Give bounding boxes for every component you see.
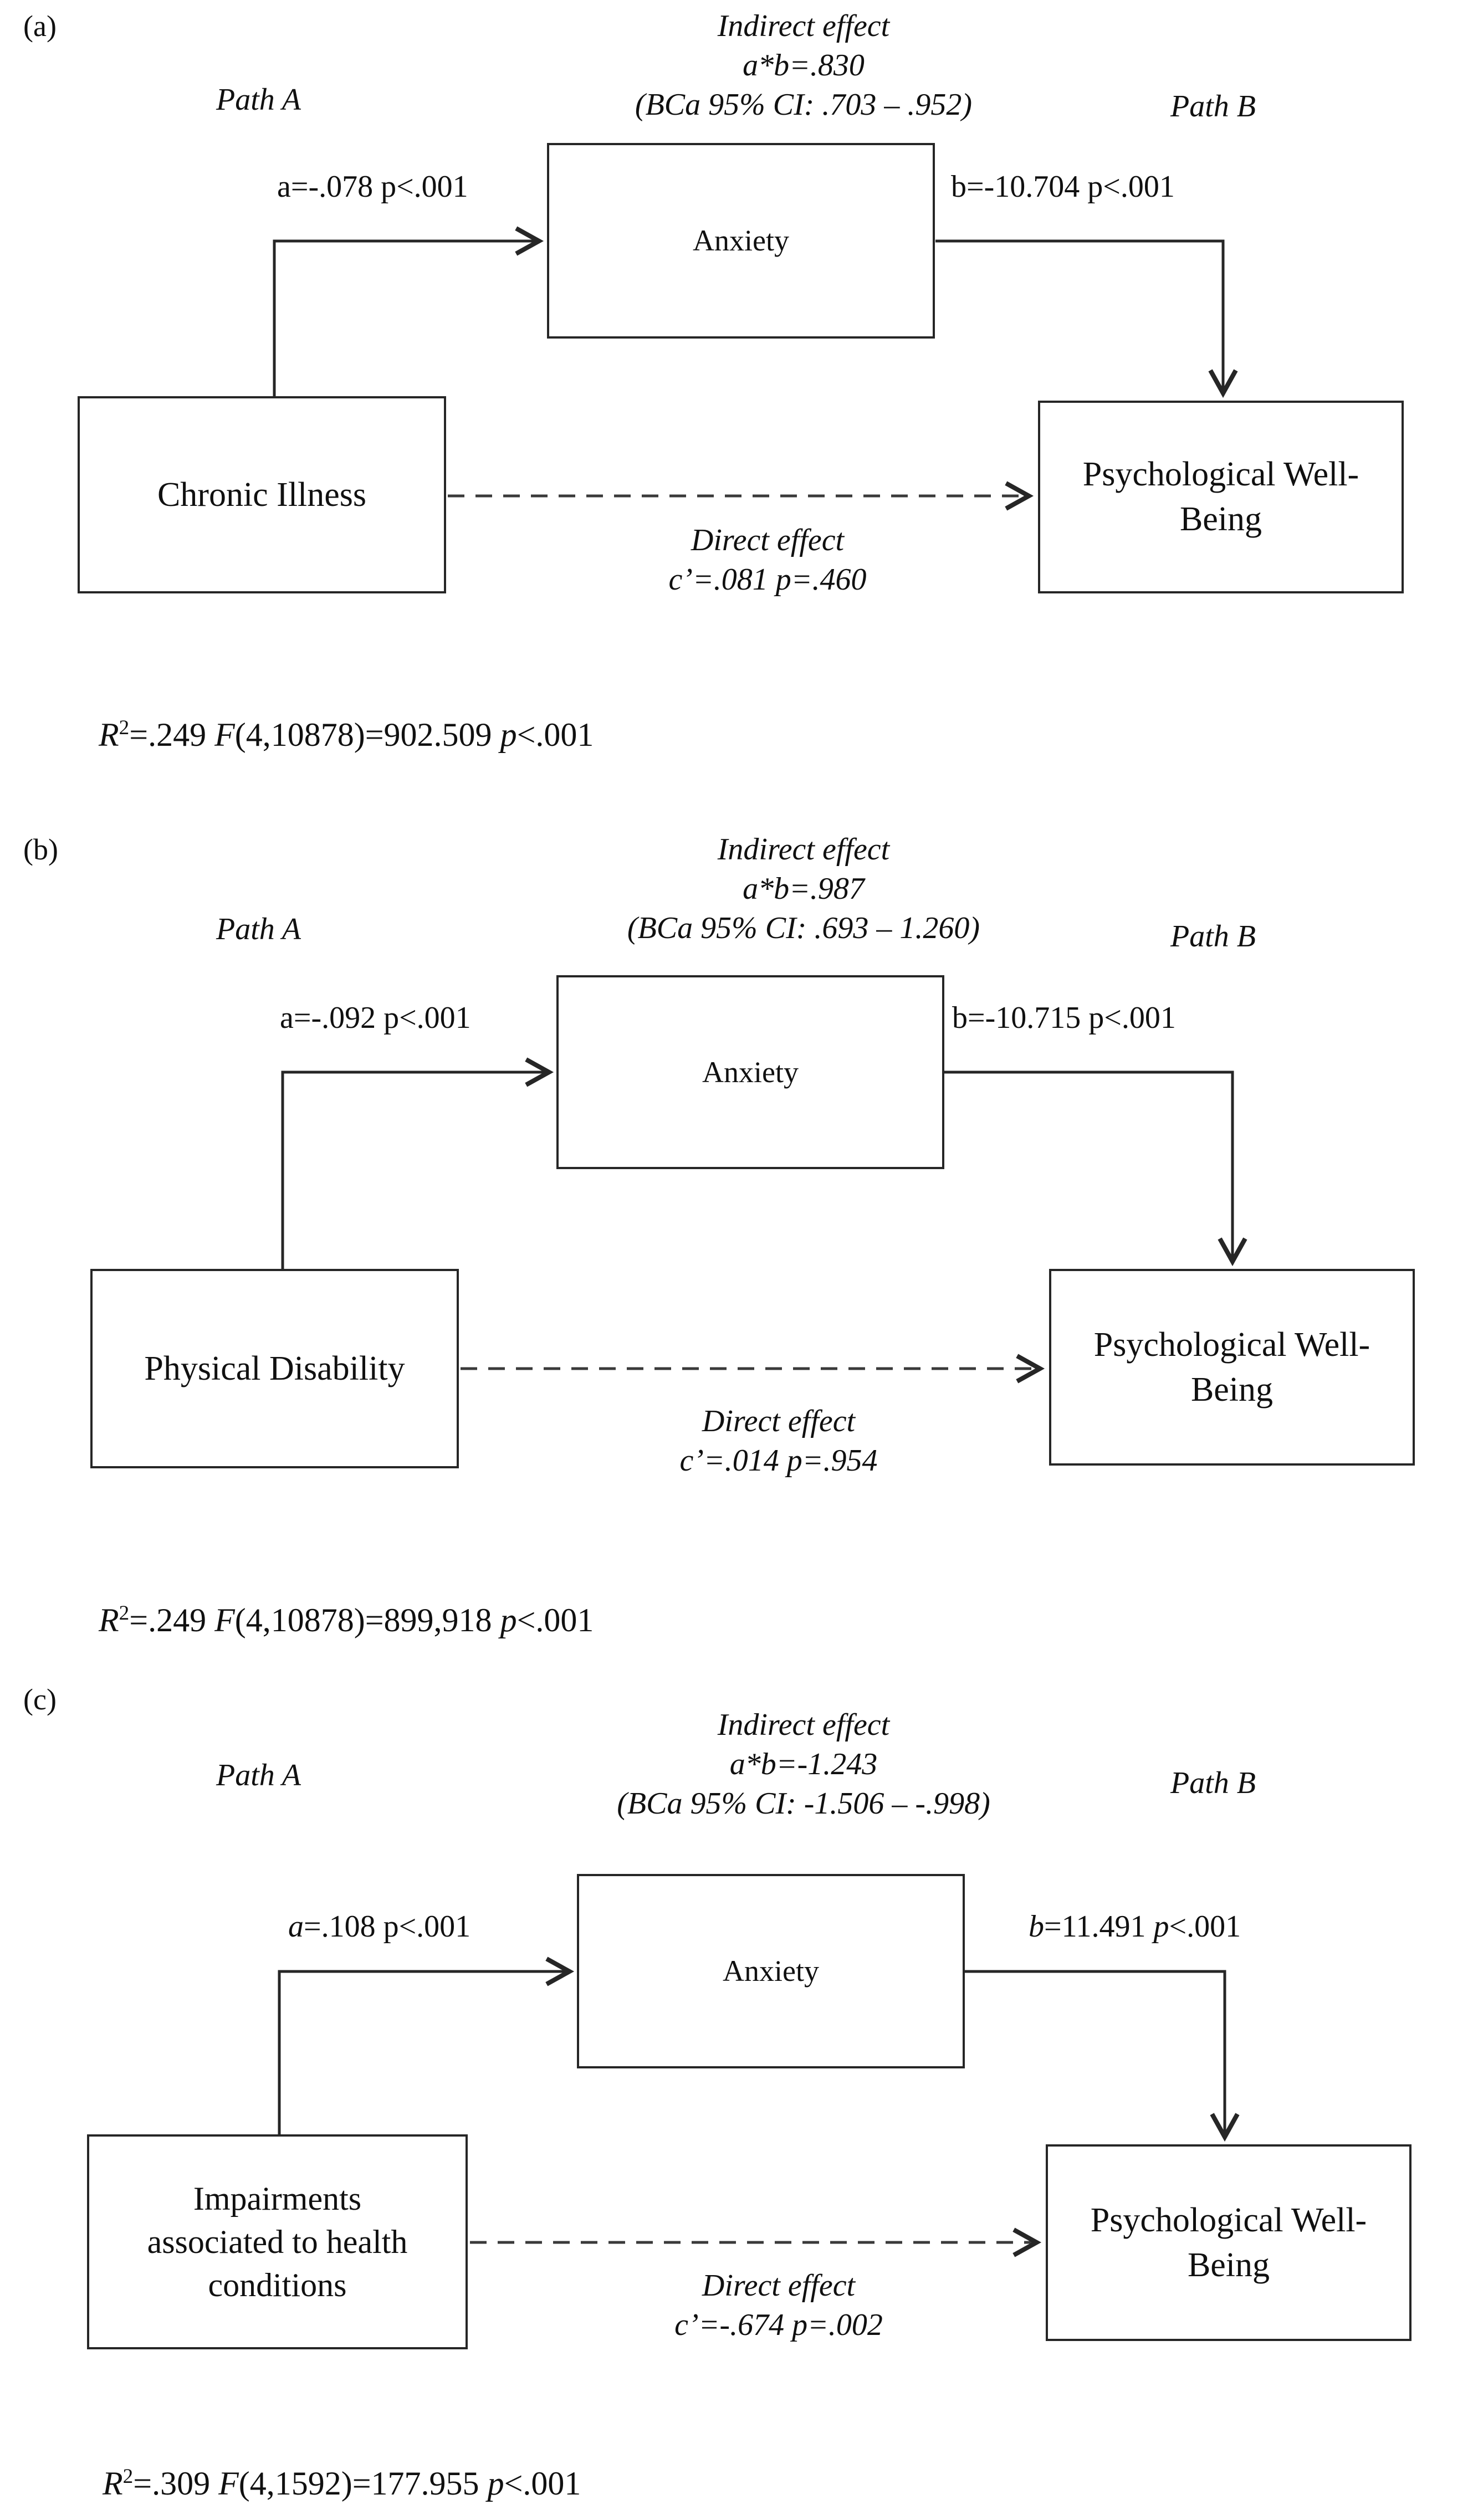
coef-var: b	[951, 170, 966, 204]
path-b-label: Path B	[1170, 89, 1256, 124]
stat-f-value: (4,10878)=902.509	[234, 716, 500, 753]
path-a-arrow-panel-c	[278, 1956, 575, 2134]
direct-effect-annotation: Direct effect c’=.014 p=.954	[623, 1402, 934, 1481]
direct-effect-value: c’=.014 p=.954	[679, 1443, 878, 1478]
coef-value: =-.092	[293, 1001, 384, 1035]
path-b-label: Path B	[1170, 1766, 1256, 1800]
stat-f: F	[214, 1602, 235, 1638]
coef-value: =11.491	[1044, 1909, 1154, 1944]
mediator-box: Anxiety	[547, 143, 935, 339]
panel-label: (a)	[23, 9, 57, 43]
coef-p: p	[383, 1001, 400, 1035]
coef-value: =.108	[304, 1909, 383, 1944]
predictor-box: Physical Disability	[90, 1269, 459, 1468]
stat-r: R	[99, 1602, 119, 1638]
indirect-effect-ci: (BCa 95% CI: .693 – 1.260)	[627, 911, 980, 946]
path-b-arrow-panel-a	[935, 239, 1238, 398]
path-b-coefficient: b=11.491 p<.001	[1029, 1909, 1241, 1944]
stat-f-value: (4,10878)=899,918	[234, 1602, 500, 1638]
path-b-label: Path B	[1170, 919, 1256, 954]
stat-p-value: <.001	[516, 716, 594, 753]
coef-p: p	[1153, 1909, 1169, 1944]
stat-r-value: =.309	[133, 2465, 219, 2502]
stat-f: F	[218, 2465, 239, 2502]
stat-r-value: =.249	[129, 716, 215, 753]
coef-var: a	[288, 1909, 304, 1944]
stat-r: R	[103, 2465, 123, 2502]
path-a-label: Path A	[216, 1758, 301, 1792]
stat-f-value: (4,1592)=177.955	[238, 2465, 488, 2502]
coef-value: =-10.704	[966, 170, 1088, 204]
stat-p: p	[500, 1602, 517, 1638]
path-b-coefficient: b=-10.715 p<.001	[952, 1000, 1176, 1036]
coef-var: b	[952, 1001, 968, 1035]
indirect-effect-value: a*b=.830	[743, 48, 865, 83]
direct-effect-annotation: Direct effect c’=.081 p=.460	[612, 521, 923, 600]
path-a-arrow-panel-b	[281, 1057, 554, 1269]
panel-label: (b)	[23, 833, 58, 866]
indirect-effect-title: Indirect effect	[717, 832, 890, 867]
stat-r-sup: 2	[119, 716, 130, 739]
indirect-effect-title: Indirect effect	[717, 9, 890, 43]
outcome-box: Psychological Well-Being	[1049, 1269, 1415, 1466]
path-a-label: Path A	[216, 912, 301, 946]
predictor-box: Impairments associated to health conditi…	[87, 2134, 468, 2349]
path-a-label: Path A	[216, 83, 301, 117]
coef-p-value: <.001	[1103, 170, 1175, 204]
panel-label: (c)	[23, 1683, 57, 1716]
coef-p: p	[381, 170, 397, 204]
indirect-effect-ci: (BCa 95% CI: -1.506 – -.998)	[617, 1786, 990, 1821]
coef-p: p	[1088, 1001, 1104, 1035]
model-fit-stats: R2=.249 F(4,10878)=899,918 p<.001	[99, 1601, 594, 1640]
direct-effect-title: Direct effect	[702, 1404, 856, 1438]
path-a-coefficient: a=-.092 p<.001	[280, 1000, 471, 1036]
path-a-coefficient: a=.108 p<.001	[288, 1909, 470, 1944]
stat-r-sup: 2	[122, 2465, 134, 2488]
indirect-effect-annotation: Indirect effect a*b=-1.243 (BCa 95% CI: …	[538, 1705, 1070, 1824]
coef-p: p	[383, 1909, 399, 1944]
direct-effect-title: Direct effect	[702, 2268, 856, 2303]
indirect-effect-annotation: Indirect effect a*b=.830 (BCa 95% CI: .7…	[554, 7, 1053, 125]
direct-effect-value: c’=-.674 p=.002	[674, 2308, 883, 2343]
coef-p-value: <.001	[1169, 1909, 1241, 1944]
coef-value: =-10.715	[968, 1001, 1089, 1035]
stat-p: p	[500, 716, 517, 753]
outcome-box: Psychological Well-Being	[1038, 401, 1404, 593]
stat-p: p	[487, 2465, 504, 2502]
path-a-coefficient: a=-.078 p<.001	[277, 169, 468, 204]
stat-f: F	[214, 716, 235, 753]
indirect-effect-annotation: Indirect effect a*b=.987 (BCa 95% CI: .6…	[554, 830, 1053, 948]
predictor-box: Chronic Illness	[78, 396, 446, 593]
stat-r-value: =.249	[129, 1602, 215, 1638]
model-fit-stats: R2=.249 F(4,10878)=902.509 p<.001	[99, 716, 594, 754]
direct-effect-title: Direct effect	[691, 523, 845, 557]
coef-p-value: <.001	[398, 1909, 471, 1944]
model-fit-stats: R2=.309 F(4,1592)=177.955 p<.001	[103, 2465, 581, 2503]
indirect-effect-value: a*b=-1.243	[729, 1747, 878, 1782]
path-a-arrow-panel-a	[273, 226, 544, 396]
indirect-effect-ci: (BCa 95% CI: .703 – .952)	[635, 88, 973, 122]
path-b-arrow-panel-c	[965, 1970, 1240, 2142]
coef-p-value: <.001	[1104, 1001, 1176, 1035]
path-b-arrow-panel-b	[944, 1071, 1247, 1267]
coef-p-value: <.001	[399, 1001, 471, 1035]
stat-r: R	[99, 716, 119, 753]
mediator-box: Anxiety	[577, 1874, 965, 2068]
direct-effect-annotation: Direct effect c’=-.674 p=.002	[623, 2266, 934, 2345]
coef-p: p	[1087, 170, 1103, 204]
stat-p-value: <.001	[516, 1602, 594, 1638]
outcome-box: Psychological Well-Being	[1046, 2144, 1411, 2341]
direct-effect-value: c’=.081 p=.460	[668, 562, 867, 597]
indirect-effect-title: Indirect effect	[717, 1708, 890, 1742]
indirect-effect-value: a*b=.987	[743, 872, 865, 906]
path-b-coefficient: b=-10.704 p<.001	[951, 169, 1175, 204]
coef-value: =-.078	[290, 170, 381, 204]
coef-var: a	[280, 1001, 294, 1035]
coef-var: b	[1029, 1909, 1044, 1944]
mediator-box: Anxiety	[556, 975, 944, 1169]
coef-var: a	[277, 170, 291, 204]
stat-r-sup: 2	[119, 1602, 130, 1625]
coef-p-value: <.001	[396, 170, 468, 204]
stat-p-value: <.001	[504, 2465, 581, 2502]
